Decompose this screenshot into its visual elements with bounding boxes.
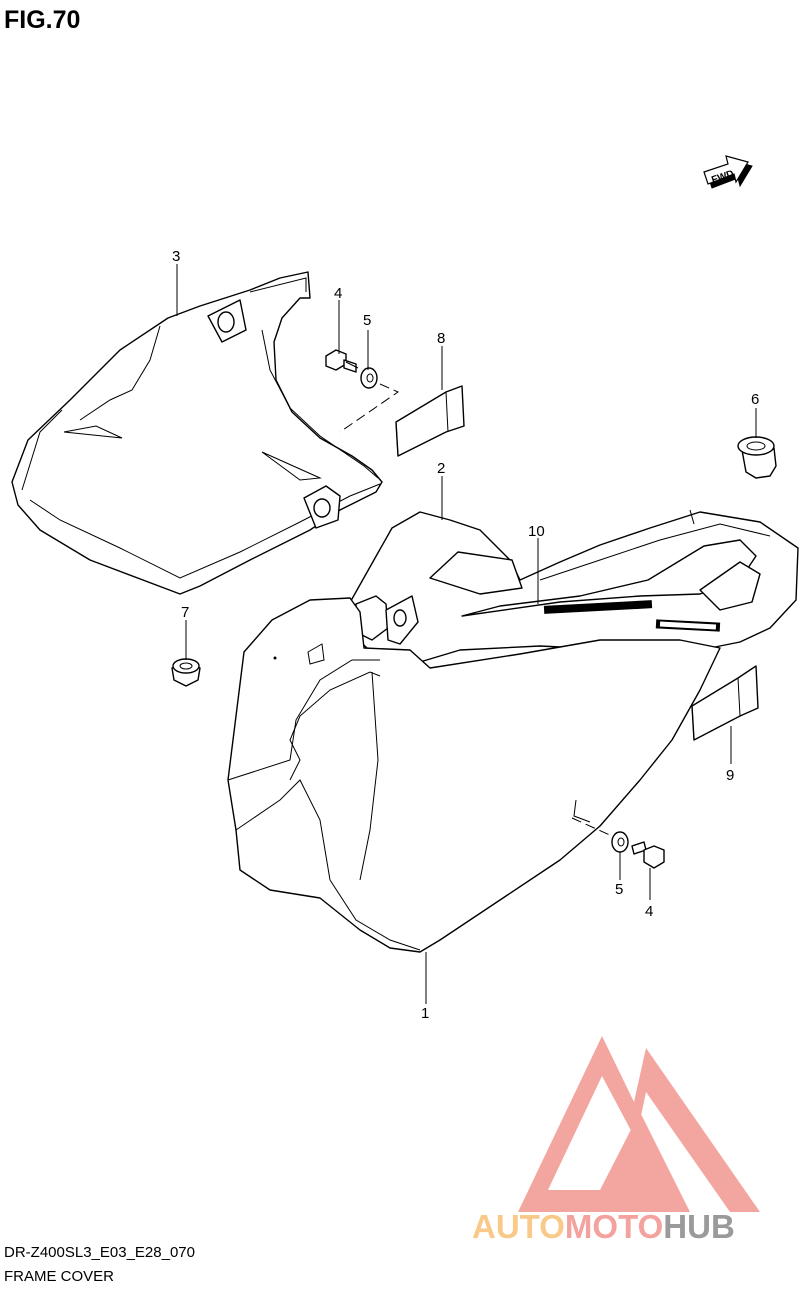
part-7-grommet (171, 658, 201, 687)
leader-lines (176, 264, 757, 1004)
part-3-inner-frame-cover (11, 271, 383, 595)
callout-4-lower: 4 (645, 903, 653, 920)
callout-5-lower: 5 (615, 881, 623, 898)
callout-4-upper: 4 (334, 285, 342, 302)
decal-lettering (543, 600, 721, 632)
watermark-brand: AUTOMOTOHUB (472, 1208, 735, 1245)
part-4-bolt-upper (325, 349, 359, 373)
callout-7: 7 (181, 604, 189, 621)
callout-2: 2 (437, 460, 445, 477)
watermark-hub: HUB (663, 1208, 735, 1245)
callout-6: 6 (751, 391, 759, 408)
watermark-auto: AUTO (472, 1208, 565, 1245)
callout-8: 8 (437, 330, 445, 347)
part-2-side-decal (347, 509, 799, 663)
fastener-line-upper (339, 383, 400, 433)
fastener-line-lower (571, 817, 613, 837)
figure-name: FRAME COVER (4, 1268, 115, 1285)
part-1-outer-frame-cover (227, 597, 721, 953)
figure-code: DR-Z400SL3_E03_E28_070 (4, 1244, 195, 1261)
part-8-pad (395, 385, 465, 457)
callout-5-upper: 5 (363, 312, 371, 329)
callout-9: 9 (726, 767, 734, 784)
logo-triangle-mark (518, 1036, 760, 1212)
part-5-washer-upper (360, 367, 378, 389)
watermark-moto: MOTO (565, 1208, 663, 1245)
figure-title: FIG.70 (4, 6, 81, 34)
part-6-grommet (737, 436, 777, 479)
callout-3: 3 (172, 248, 180, 265)
part-9-pad (691, 665, 759, 741)
callout-1: 1 (421, 1005, 429, 1022)
automotohub-logo (518, 1036, 760, 1212)
callout-10: 10 (528, 523, 545, 540)
part-5-washer-lower (611, 831, 629, 853)
part-4-bolt-lower (631, 841, 665, 869)
forward-arrow-icon: FWD (703, 155, 753, 189)
